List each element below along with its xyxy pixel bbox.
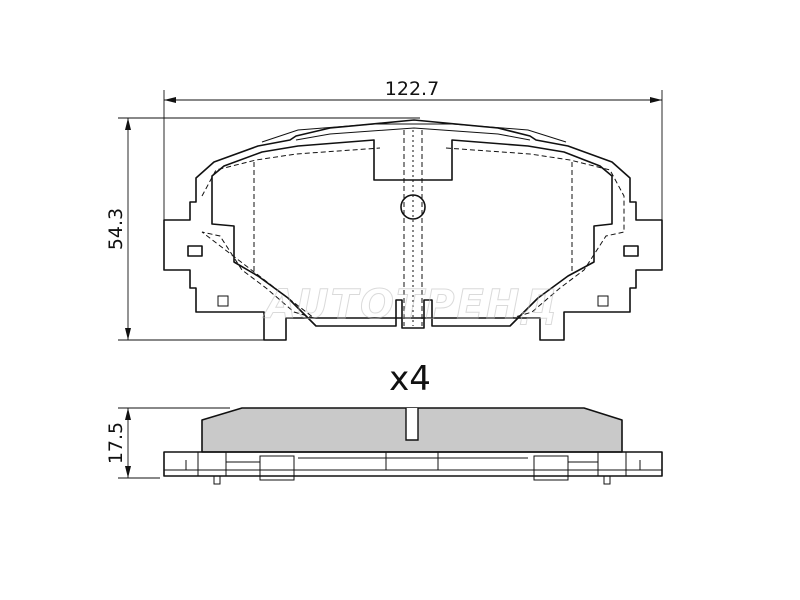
right-slot <box>623 245 639 257</box>
thickness-dimension: 17.5 <box>105 407 230 479</box>
backing-plate-side <box>163 451 663 477</box>
pad-top-view: AUTOTPEHД <box>163 119 663 341</box>
width-dimension: 122.7 <box>163 78 663 220</box>
center-slot <box>253 130 573 326</box>
watermark: AUTOTPEHД <box>262 282 559 328</box>
height-dimension: 54.3 <box>105 117 420 341</box>
thickness-label: 17.5 <box>105 422 127 464</box>
left-pin <box>213 475 221 485</box>
right-tab <box>597 295 609 307</box>
height-label: 54.3 <box>105 208 127 250</box>
right-pin <box>603 475 611 485</box>
backing-plate-outline <box>163 119 663 341</box>
quantity-label: x4 <box>389 359 431 399</box>
clip-edge-top <box>261 123 567 143</box>
friction-inner-dashed <box>201 147 625 319</box>
left-slot <box>187 245 203 257</box>
friction-block-outline <box>211 139 613 329</box>
sensor-hole <box>400 194 426 220</box>
pad-side-view <box>163 407 663 485</box>
clip-edge-top-inner <box>295 127 531 141</box>
width-label: 122.7 <box>385 78 439 100</box>
left-tab <box>217 295 229 307</box>
